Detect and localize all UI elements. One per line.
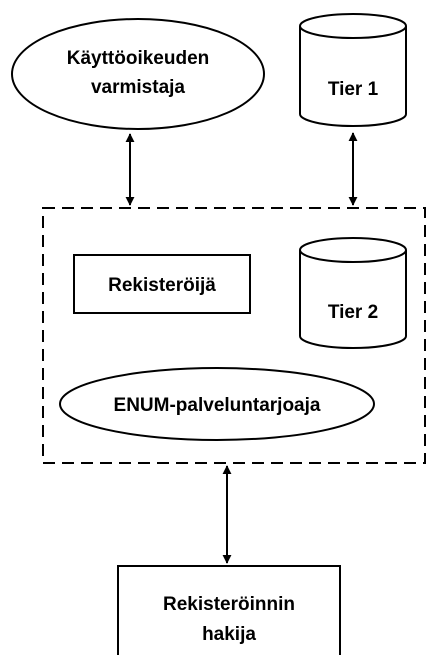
node-registrar: Rekisteröijä <box>73 254 251 314</box>
node-enum-provider: ENUM-palveluntarjoaja <box>59 367 375 441</box>
node-applicant: Rekisteröinnin hakija <box>117 565 341 655</box>
registrar-label: Rekisteröijä <box>108 275 216 296</box>
tier1-label: Tier 1 <box>328 79 379 100</box>
authorizer-label-line1: Käyttöoikeuden <box>67 48 210 69</box>
node-tier1: Tier 1 <box>299 13 407 127</box>
enum-provider-label: ENUM-palveluntarjoaja <box>114 395 321 416</box>
applicant-label-line2: hakija <box>202 624 256 645</box>
applicant-label-line1: Rekisteröinnin <box>163 594 295 615</box>
service-group-boundary <box>42 207 426 464</box>
node-authorizer: Käyttöoikeuden varmistaja <box>11 18 265 130</box>
tier2-label: Tier 2 <box>328 302 378 323</box>
authorizer-label-line2: varmistaja <box>91 77 185 98</box>
node-tier2: Tier 2 <box>299 237 407 349</box>
